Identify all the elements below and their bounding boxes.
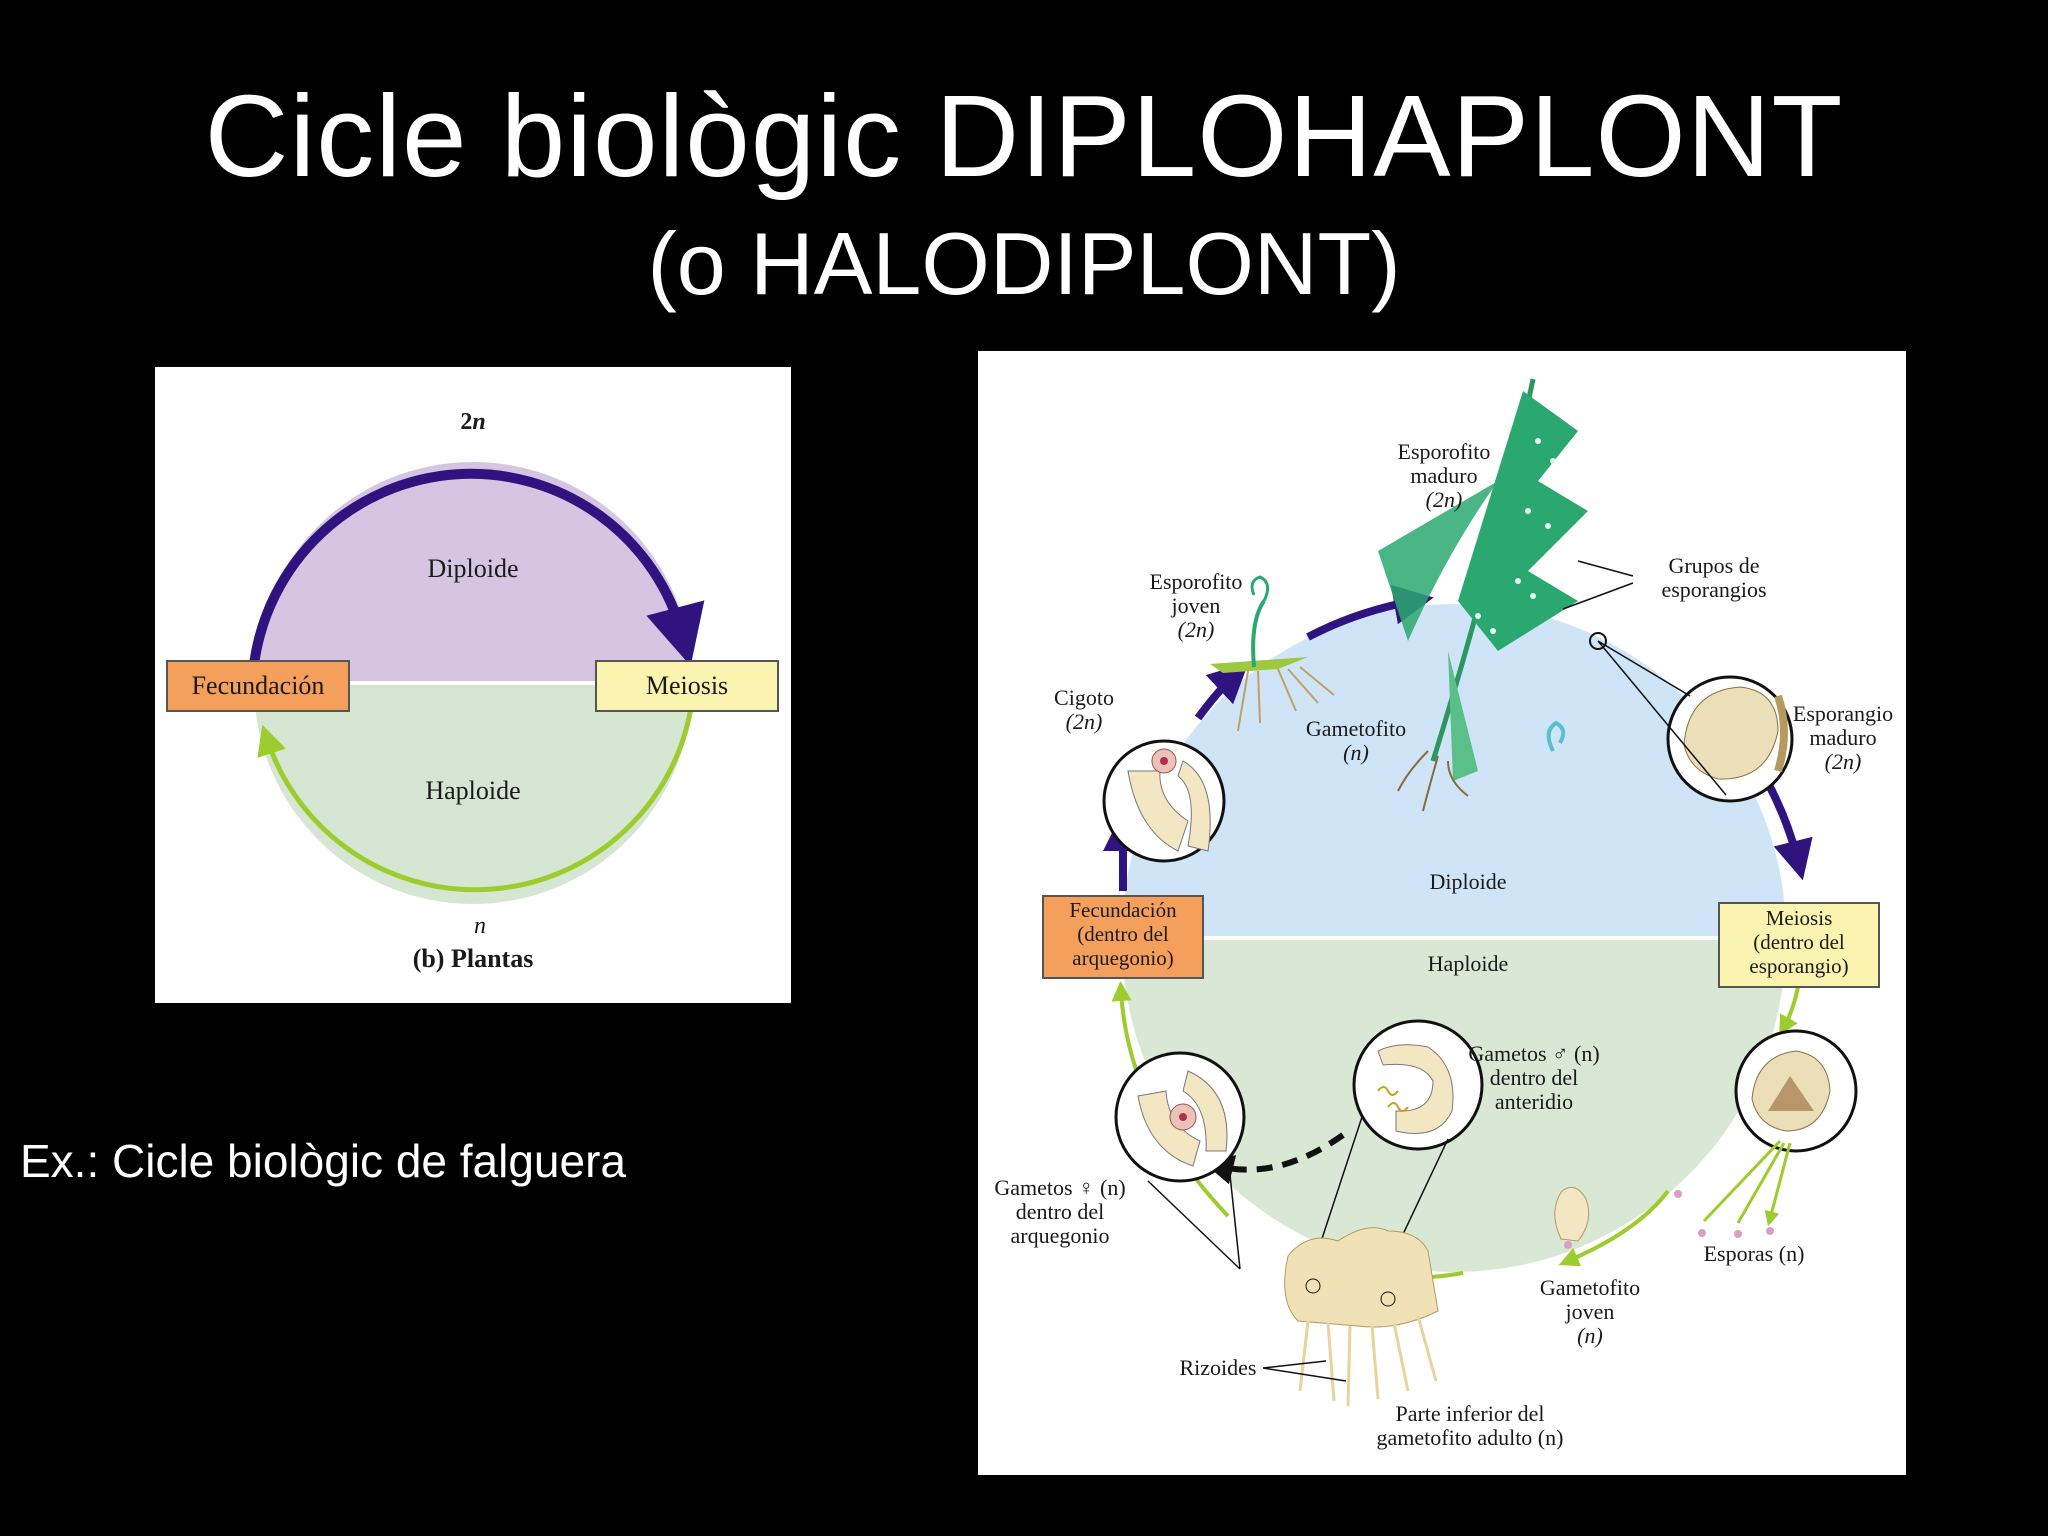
example-caption: Ex.: Cicle biològic de falguera <box>20 1135 626 1187</box>
fecundacion-box: Fecundación <box>166 660 350 712</box>
ploidy-top-label: 2n <box>460 409 485 435</box>
sporangium-circle <box>1589 632 1794 803</box>
spores-illustration <box>1674 1190 1774 1238</box>
diploid-label: Diploide <box>428 554 519 583</box>
plant-life-cycle-diagram: 2n Diploide Haploide Fecundación Meiosis… <box>155 367 791 1003</box>
label-diploide: Diploide <box>1430 869 1507 894</box>
arrow-spores-to-gametofito-joven <box>1558 1189 1670 1267</box>
rizoides-pointer <box>1262 1360 1347 1382</box>
ploidy-bottom-label: n <box>474 913 486 939</box>
zygote-circle <box>1102 739 1226 863</box>
fecundacion-label: Fecundación <box>192 671 325 700</box>
slide-title: Cicle biològic DIPLOHAPLONT <box>204 71 1844 201</box>
antheridium-circle <box>1312 1019 1484 1267</box>
arrow-esporangio-to-meiosis <box>1764 781 1813 881</box>
archegonium-circle <box>1114 1051 1246 1270</box>
grupos-pointer <box>1562 560 1634 610</box>
adult-gametophyte-illustration <box>1284 1227 1439 1407</box>
arrow-meiosis-to-spores <box>1779 986 1800 1036</box>
haploid-label: Haploide <box>425 776 520 805</box>
meiosis-box: Meiosis <box>595 660 779 712</box>
diploid-arc-arrow <box>249 468 705 666</box>
plant-caption: (b) Plantas <box>413 944 534 973</box>
diploid-half <box>254 462 692 681</box>
slide-subtitle: (o HALODIPLONT) <box>647 214 1401 313</box>
spore-release-arrows <box>1702 1139 1792 1223</box>
open-sporangium-circle <box>1734 1029 1858 1153</box>
label-haploide: Haploide <box>1428 951 1509 976</box>
haploid-arc-arrow <box>257 700 695 893</box>
mature-sporophyte-illustration <box>1378 378 1588 812</box>
arrow-cigoto-to-joven <box>1194 662 1249 721</box>
meiosis-label: Meiosis <box>646 671 728 700</box>
haploid-half <box>254 685 692 904</box>
label-esporas: Esporas (n) <box>1704 1241 1805 1266</box>
young-sporophyte-illustration <box>1210 575 1335 732</box>
arrow-sperm-to-egg <box>1203 1132 1345 1185</box>
young-gametophyte-illustration <box>1554 1186 1590 1249</box>
label-rizoides: Rizoides <box>1180 1355 1257 1380</box>
label-gametofito: Gametofito(n) <box>1306 716 1406 765</box>
label-cigoto: Cigoto(2n) <box>1054 685 1114 734</box>
